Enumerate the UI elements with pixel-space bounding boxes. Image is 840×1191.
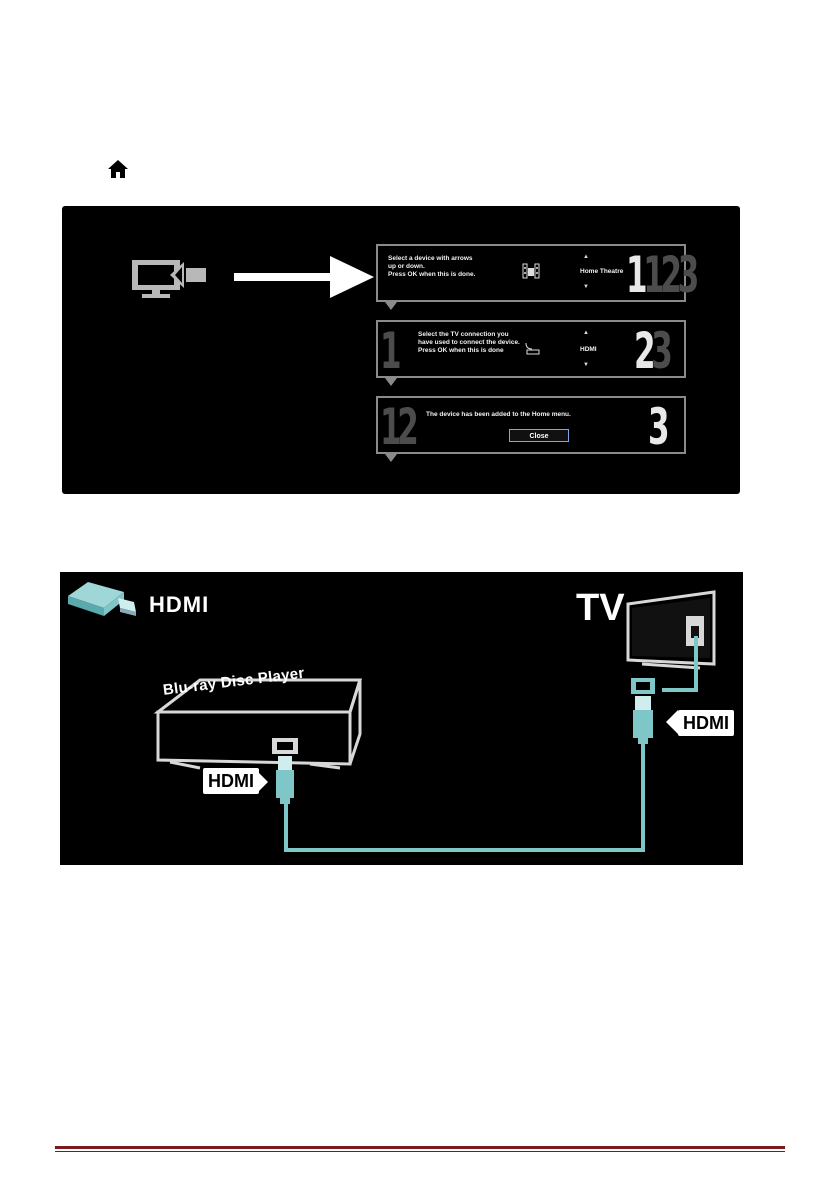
wizard-step-select-device: Select a device with arrows up or down. …	[376, 244, 686, 302]
up-arrow-icon[interactable]: ▲	[583, 254, 589, 260]
hdmi-connection-diagram: HDMI TV Blu-ray Disc Player HDMI HDMI	[60, 572, 743, 865]
hdmi-plug-icon	[68, 582, 136, 616]
tv-label: TV	[576, 588, 625, 628]
close-button[interactable]: Close	[509, 429, 569, 442]
device-wizard-screenshot: Select a device with arrows up or down. …	[62, 206, 740, 494]
tv-input-icon	[128, 254, 218, 309]
step2-instructions: Select the TV connection you have used t…	[418, 331, 520, 355]
home-theatre-device-icon	[522, 262, 540, 285]
step1-instructions: Select a device with arrows up or down. …	[388, 255, 475, 279]
step-indicator-left: 1	[380, 326, 397, 376]
down-arrow-icon[interactable]: ▼	[583, 284, 589, 290]
step2-pointer	[385, 378, 397, 386]
footer-rule-thin	[55, 1151, 785, 1152]
step1-pointer	[385, 302, 397, 310]
up-arrow-icon[interactable]: ▲	[583, 330, 589, 336]
connector-icon	[524, 342, 540, 361]
hdmi-connector-label-left: HDMI	[203, 768, 259, 794]
home-icon	[107, 159, 129, 179]
step3-pointer	[385, 454, 397, 462]
wizard-step-select-connection: 1 Select the TV connection you have used…	[376, 320, 686, 378]
footer-rule	[55, 1146, 785, 1149]
tv-outline-icon	[628, 592, 714, 668]
diagram-title: HDMI	[149, 592, 209, 618]
step-indicator-right: 23	[634, 326, 668, 376]
step3-message: The device has been added to the Home me…	[426, 411, 571, 419]
down-arrow-icon[interactable]: ▼	[583, 362, 589, 368]
hdmi-connector-label-right: HDMI	[678, 710, 734, 736]
flow-arrow-icon	[234, 254, 374, 305]
step-indicator-left: 12	[380, 402, 414, 452]
step-indicator-right: 1123	[626, 250, 695, 300]
wizard-step-device-added: 12 The device has been added to the Home…	[376, 396, 686, 454]
connection-selection-value[interactable]: HDMI	[580, 346, 597, 353]
device-selection-value[interactable]: Home Theatre	[580, 268, 623, 275]
step-indicator-right: 3	[648, 402, 665, 452]
